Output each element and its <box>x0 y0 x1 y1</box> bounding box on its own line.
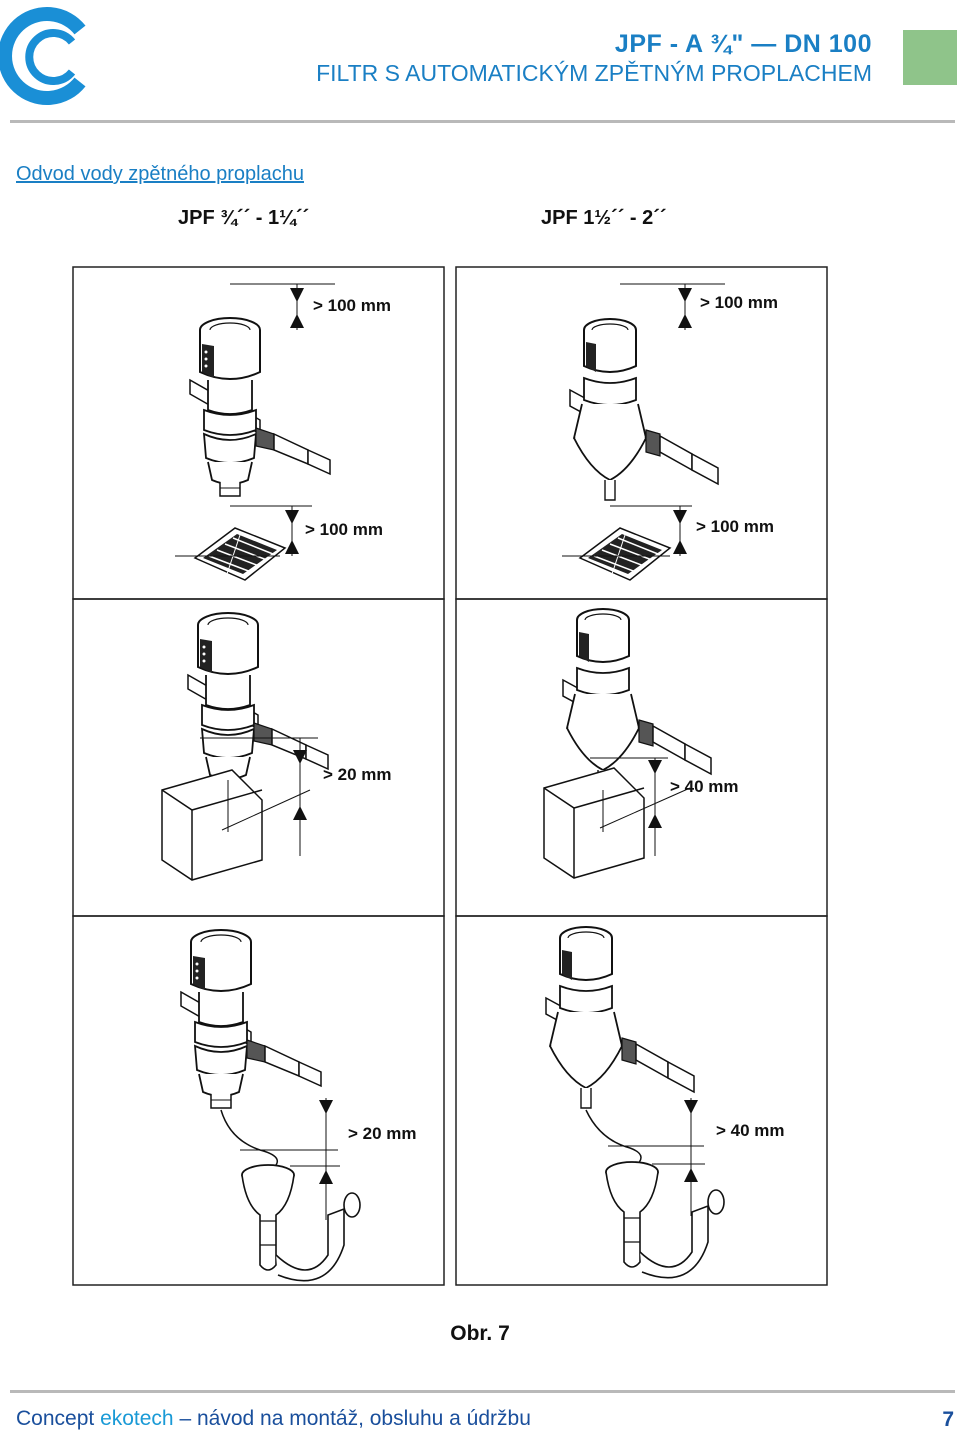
footer-brand: ekotech <box>100 1407 174 1430</box>
footer-prefix: Concept <box>16 1407 101 1430</box>
panel-1-drawing <box>175 283 335 581</box>
panel-2-top-dimension: > 100 mm <box>700 293 778 312</box>
panel-6-drawing <box>545 926 725 1279</box>
panel-2-bottom-dimension: > 100 mm <box>696 517 774 536</box>
panel-1-bottom-dimension: > 100 mm <box>305 520 383 539</box>
panel-1-top-dimension: > 100 mm <box>313 296 391 315</box>
panel-5-dimension: > 20 mm <box>348 1124 417 1143</box>
ring-logo-icon <box>0 7 86 105</box>
footer-divider <box>10 1390 955 1393</box>
column-heading-right: JPF 1½´´ - 2´´ <box>541 207 667 229</box>
panel-3-drawing <box>161 612 329 881</box>
panel-2-drawing <box>562 283 725 581</box>
panel-5-drawing <box>180 929 361 1282</box>
panel-frame-5 <box>72 915 445 1286</box>
page-number: 7 <box>942 1408 954 1431</box>
panel-3-dimension: > 20 mm <box>323 765 392 784</box>
panel-4-drawing <box>543 608 712 879</box>
panel-4-dimension: > 40 mm <box>670 777 739 796</box>
document-subtitle: FILTR S AUTOMATICKÝM ZPĚTNÝM PROPLACHEM <box>316 60 872 86</box>
footer-rest: – návod na montáž, obsluhu a údržbu <box>173 1407 531 1430</box>
figure-caption: Obr. 7 <box>450 1322 510 1345</box>
column-heading-left: JPF ¾´´ - 1¼´´ <box>178 207 310 229</box>
section-marker <box>903 30 957 85</box>
document-title: JPF - A ¾" — DN 100 <box>614 30 872 58</box>
panel-6-dimension: > 40 mm <box>716 1121 785 1140</box>
footer-text: Concept ekotech – návod na montáž, obslu… <box>16 1407 531 1431</box>
section-heading: Odvod vody zpětného proplachu <box>16 163 304 185</box>
header-divider <box>10 120 955 123</box>
panel-frame-6 <box>455 915 828 1286</box>
